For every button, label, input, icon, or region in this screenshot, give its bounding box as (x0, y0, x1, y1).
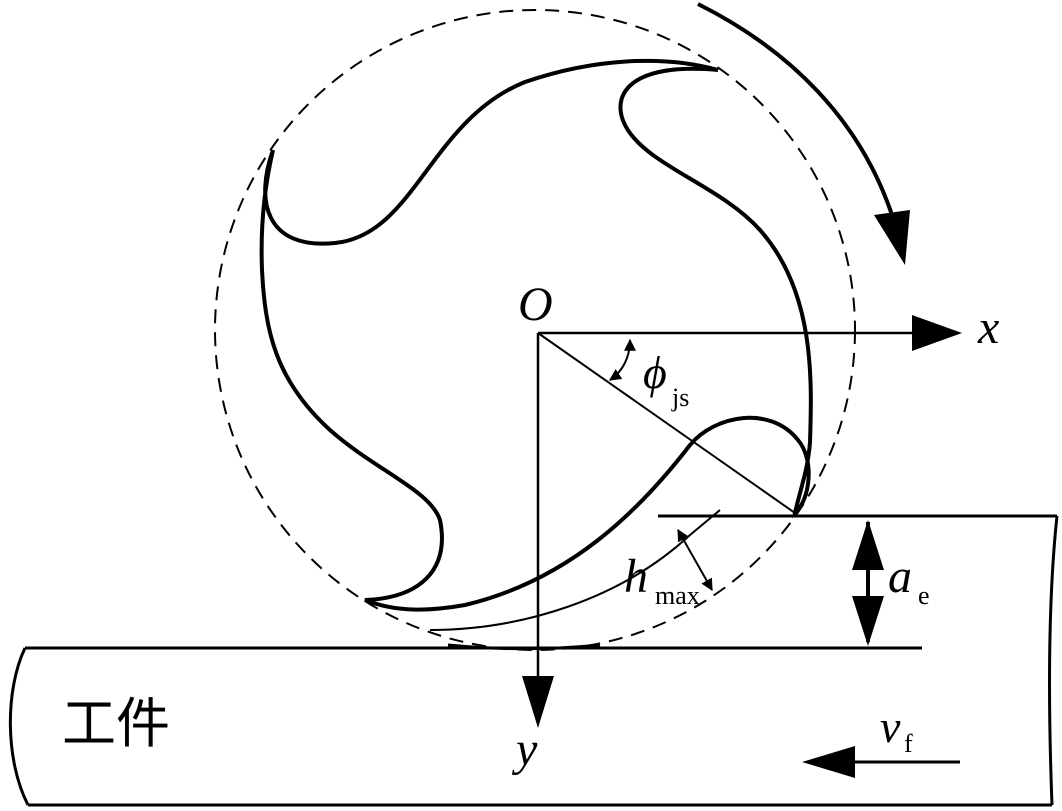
ae-arrowhead-top (852, 520, 884, 570)
chip-arc-base (447, 643, 601, 651)
angle-subscript: js (671, 383, 689, 412)
y-axis-arrowhead (522, 676, 554, 728)
feed-arrowhead (802, 746, 855, 778)
contact-radius-line (537, 332, 796, 514)
origin-label: O (518, 278, 553, 331)
ae-subscript: e (918, 581, 930, 610)
angle-label: ϕ (643, 347, 667, 398)
angle-arc (609, 338, 636, 381)
workpiece-label: 工件 (62, 692, 170, 755)
ae-label: a (888, 550, 912, 603)
hmax-dimension-arrow (677, 528, 713, 592)
vf-label: v (880, 701, 901, 752)
rotation-arrow (697, 2, 894, 216)
hmax-subscript: max (655, 581, 700, 610)
hmax-label: h (624, 550, 648, 603)
x-axis-label: x (977, 301, 999, 354)
workpiece-right-edge (1047, 515, 1059, 806)
vf-subscript: f (904, 729, 913, 758)
workpiece-left-edge (8, 647, 30, 806)
cutter-body (259, 58, 813, 612)
rotation-arrowhead (874, 210, 910, 265)
y-axis-label: y (511, 723, 538, 776)
x-axis-arrowhead (912, 315, 962, 351)
ae-arrowhead-bottom (852, 596, 884, 646)
cutter-envelope-circle (214, 9, 856, 651)
chip-arc-outer (429, 509, 721, 631)
